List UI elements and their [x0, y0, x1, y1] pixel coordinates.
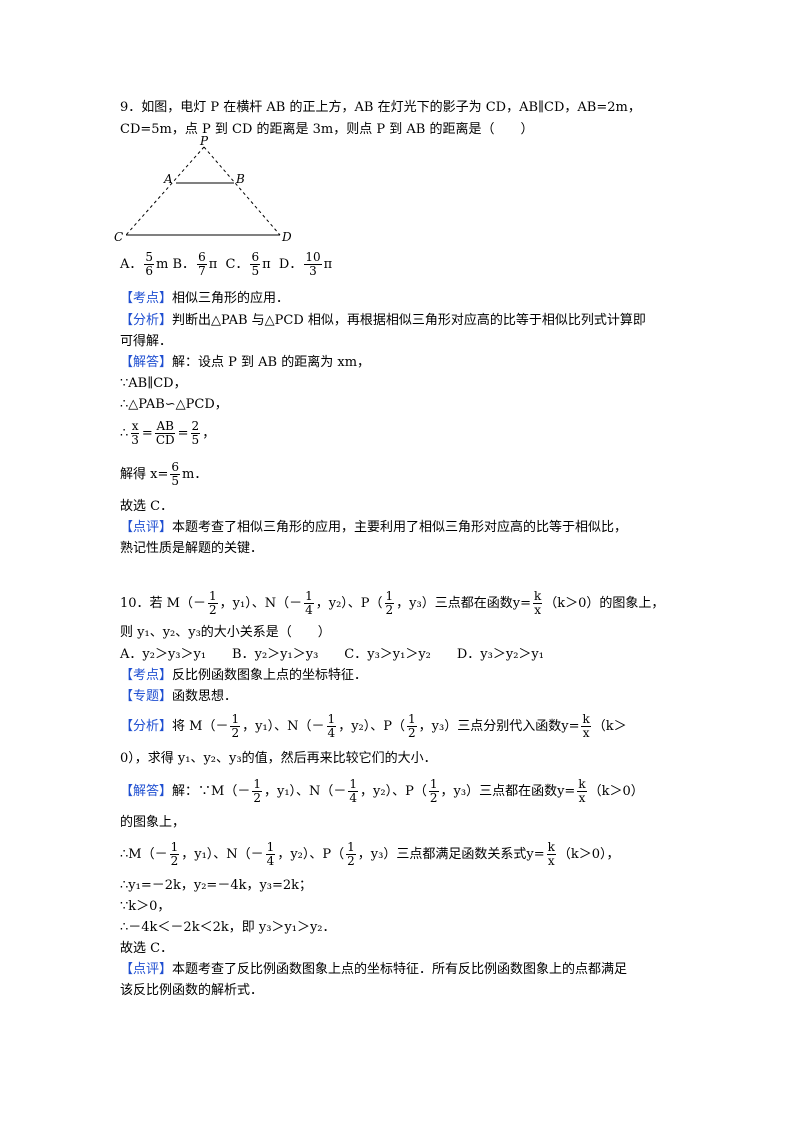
- q10-zhuanti: 【专题】函数思想．: [120, 689, 238, 704]
- q9-jieda: 【解答】解：设点 P 到 AB 的距离为 xm，: [120, 355, 371, 370]
- label-p: P: [199, 134, 209, 148]
- q10-dianping-cont: 该反比例函数的解析式．: [120, 983, 264, 998]
- q10-step6: ∴－4k＜－2k＜2k，即 y₃＞y₁＞y₂．: [120, 920, 336, 935]
- fenxi-tag: 【分析】: [120, 719, 173, 734]
- q9-step2: ∴△PAB∽△PCD，: [120, 397, 228, 412]
- jieda-tag: 【解答】: [120, 784, 173, 799]
- zhuanti-tag: 【专题】: [120, 689, 173, 704]
- q9-dianping-cont: 熟记性质是解题的关键．: [120, 541, 264, 556]
- q9-step5: 故选 C．: [120, 499, 174, 514]
- kaodian-tag: 【考点】: [120, 291, 173, 306]
- q9-stem-line2: CD=5m，点 P 到 CD 的距离是 3m，则点 P 到 AB 的距离是（ ）: [120, 122, 534, 137]
- q10-step4: ∴y₁=－2k，y₂=－4k，y₃=2k；: [120, 878, 313, 893]
- q9-fenxi-cont: 可得解．: [120, 334, 173, 349]
- label-c: C: [114, 230, 123, 244]
- q10-step7: 故选 C．: [120, 941, 174, 956]
- q9-kaodian: 【考点】相似三角形的应用．: [120, 291, 290, 306]
- q10-dianping: 【点评】本题考查了反比例函数图象上点的坐标特征．所有反比例函数图象上的点都满足: [120, 962, 628, 977]
- fenxi-tag: 【分析】: [120, 313, 173, 328]
- q9-dianping: 【点评】本题考查了相似三角形的应用，主要利用了相似三角形对应高的比等于相似比，: [120, 520, 628, 535]
- q10-options[interactable]: A．y₂＞y₃＞y₁ B．y₂＞y₁＞y₃ C．y₃＞y₁＞y₂ D．y₃＞y₂…: [120, 647, 544, 662]
- q10-stem-line2: 则 y₁、y₂、y₃的大小关系是（ ）: [120, 625, 331, 640]
- q10-jieda-cont: 的图象上，: [120, 815, 186, 830]
- q10-step5: ∵k＞0，: [120, 899, 171, 914]
- jieda-tag: 【解答】: [120, 355, 173, 370]
- label-d: D: [281, 230, 292, 244]
- dianping-tag: 【点评】: [120, 962, 173, 977]
- kaodian-tag: 【考点】: [120, 668, 173, 683]
- label-a: A: [163, 172, 173, 186]
- q9-fenxi: 【分析】判断出△PAB 与△PCD 相似，再根据相似三角形对应高的比等于相似比列…: [120, 313, 646, 328]
- line-pc: [125, 146, 205, 236]
- dianping-tag: 【点评】: [120, 520, 173, 535]
- q9-step1: ∵AB∥CD，: [120, 376, 187, 391]
- q9-stem-line1: 9．如图，电灯 P 在横杆 AB 的正上方，AB 在灯光下的影子为 CD，AB∥…: [120, 100, 641, 115]
- label-b: B: [235, 172, 245, 186]
- line-pd: [203, 146, 281, 236]
- q10-fenxi-cont: 0），求得 y₁、y₂、y₃的值，然后再来比较它们的大小．: [120, 751, 437, 766]
- q9-figure: P A B C D: [114, 134, 292, 244]
- q10-kaodian: 【考点】反比例函数图象上点的坐标特征．: [120, 668, 368, 683]
